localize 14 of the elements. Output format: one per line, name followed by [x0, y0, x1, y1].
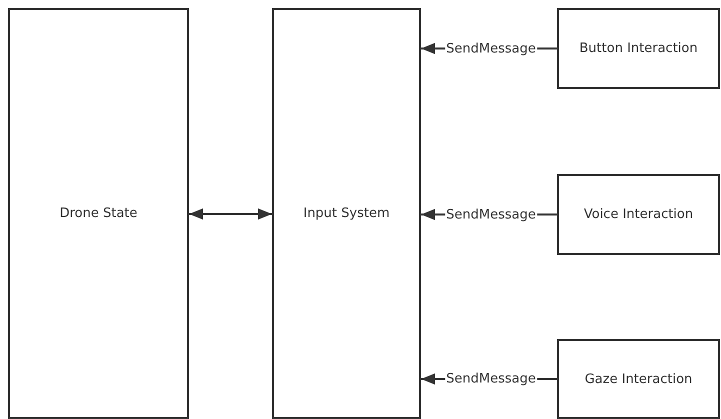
- process-box: [272, 8, 421, 419]
- process-box: [8, 8, 189, 419]
- box-label: Drone State: [60, 206, 138, 221]
- process-box: [557, 8, 720, 89]
- process-box: [557, 339, 720, 419]
- box-label: Input System: [303, 206, 390, 221]
- box-label: Voice Interaction: [584, 207, 694, 222]
- edge-label: SendMessage: [445, 41, 537, 56]
- edge-label: SendMessage: [445, 207, 537, 222]
- process-box: [557, 174, 720, 255]
- box-label: Button Interaction: [579, 41, 698, 56]
- arrow: [189, 208, 272, 220]
- box-label: Gaze Interaction: [584, 372, 692, 386]
- edge-label: SendMessage: [445, 372, 537, 386]
